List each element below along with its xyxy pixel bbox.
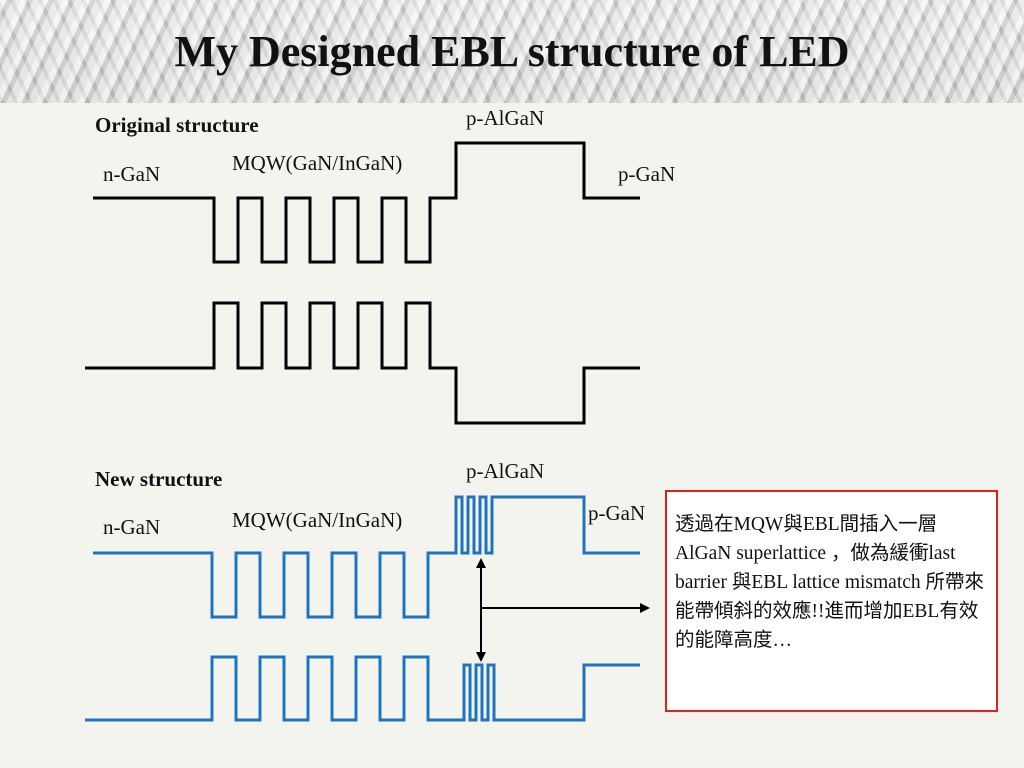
new-valence-band bbox=[85, 655, 640, 722]
slide-title: My Designed EBL structure of LED bbox=[174, 27, 850, 76]
explanation-note: 透過在MQW與EBL間插入一層AlGaN superlattice ，做為緩衝l… bbox=[665, 490, 998, 712]
new-p-gan-label: p-GaN bbox=[588, 501, 646, 525]
new-p-algan-label: p-AlGaN bbox=[466, 459, 545, 483]
original-conduction-band bbox=[93, 141, 640, 264]
original-structure-heading: Original structure bbox=[95, 113, 259, 137]
new-mqw-label: MQW(GaN/InGaN) bbox=[232, 508, 403, 532]
new-conduction-band bbox=[93, 495, 640, 619]
new-structure-heading: New structure bbox=[95, 467, 223, 491]
title-banner bbox=[0, 0, 1024, 103]
new-n-gan-label: n-GaN bbox=[103, 515, 161, 539]
original-n-gan-label: n-GaN bbox=[103, 162, 161, 186]
original-p-gan-label: p-GaN bbox=[618, 162, 676, 186]
original-mqw-label: MQW(GaN/InGaN) bbox=[232, 151, 403, 175]
original-p-algan-label: p-AlGaN bbox=[466, 106, 545, 130]
explanation-text: 透過在MQW與EBL間插入一層AlGaN superlattice ，做為緩衝l… bbox=[675, 514, 985, 651]
original-valence-band bbox=[85, 301, 640, 425]
